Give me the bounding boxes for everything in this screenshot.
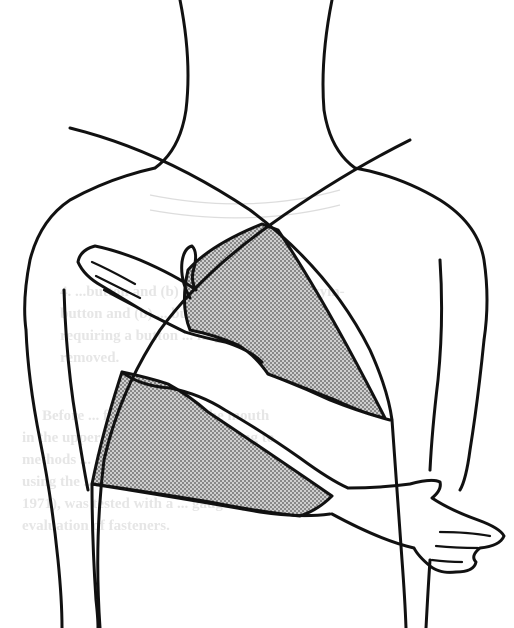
right-hand-finger-1 xyxy=(440,532,490,536)
right-hand-finger-2 xyxy=(436,546,478,548)
right-hand-outline xyxy=(332,480,504,572)
right-shoulder xyxy=(355,168,487,340)
right-torso xyxy=(460,340,484,490)
left-hand-finger-1 xyxy=(92,262,135,284)
neck-right xyxy=(323,0,355,168)
strap-lower-right xyxy=(392,420,406,628)
sling-lower-shaded xyxy=(92,372,332,516)
neck-left xyxy=(155,0,188,168)
right-hand-finger-3 xyxy=(432,560,462,562)
right-inner-arm xyxy=(430,260,442,470)
show-through-lines xyxy=(150,190,340,218)
right-hand xyxy=(332,480,504,572)
right-hip xyxy=(426,560,430,628)
show-through-line: evaluation of fasteners. xyxy=(22,518,170,534)
